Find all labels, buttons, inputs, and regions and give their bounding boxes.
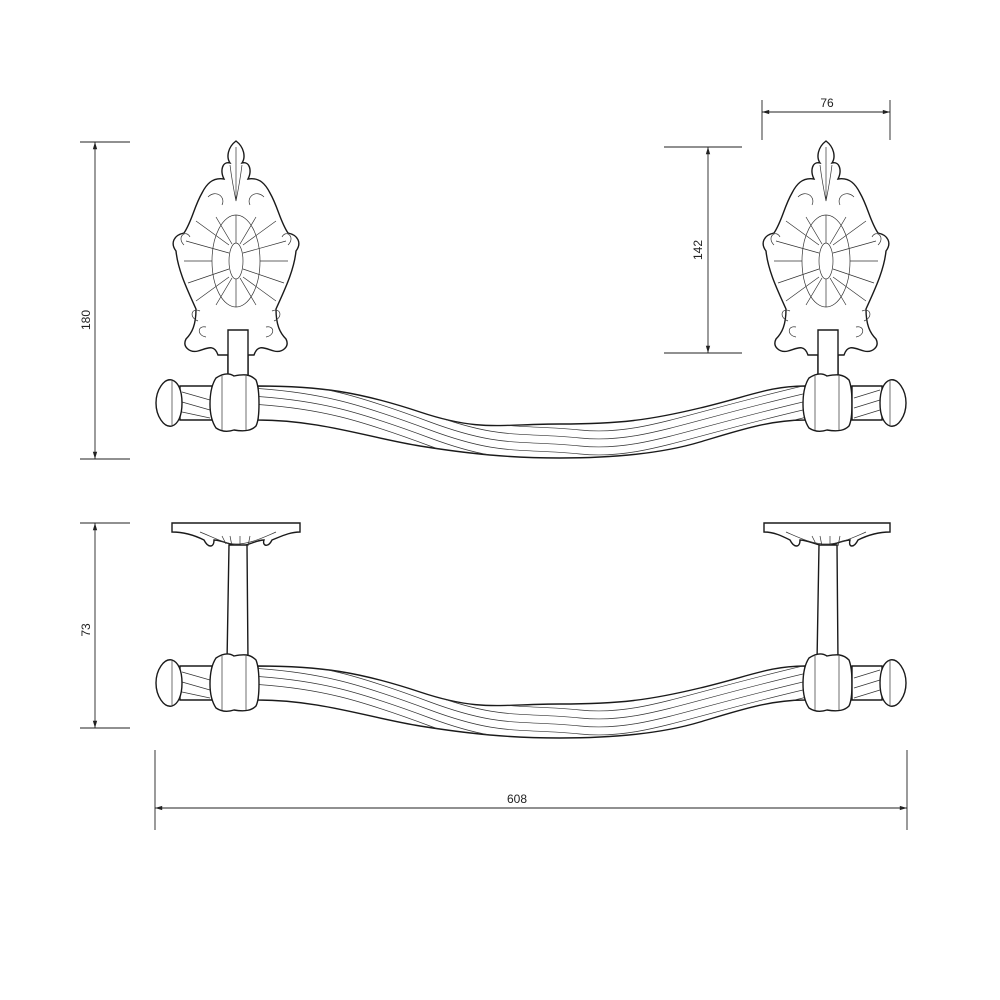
dimension-projection: 73 — [79, 522, 130, 729]
dimension-plate-height: 142 — [664, 146, 742, 354]
front-view — [156, 140, 906, 471]
dimension-label-608: 608 — [507, 792, 527, 806]
left-plate-top — [171, 522, 301, 547]
dimension-label-73: 73 — [79, 623, 93, 637]
dimension-label-180: 180 — [79, 310, 93, 330]
dimension-plate-width: 76 — [761, 96, 891, 140]
right-ornamental-wall-plate — [762, 140, 890, 356]
dimension-overall-length: 608 — [154, 750, 908, 830]
dimension-overall-height: 180 — [79, 141, 130, 460]
dimension-label-76: 76 — [820, 96, 834, 110]
dimension-label-142: 142 — [691, 240, 705, 260]
twisted-towel-bar-top-view — [156, 644, 906, 751]
right-plate-top — [763, 522, 891, 547]
top-view — [156, 522, 906, 751]
twisted-towel-bar — [156, 364, 906, 471]
left-ornamental-wall-plate — [172, 140, 300, 356]
